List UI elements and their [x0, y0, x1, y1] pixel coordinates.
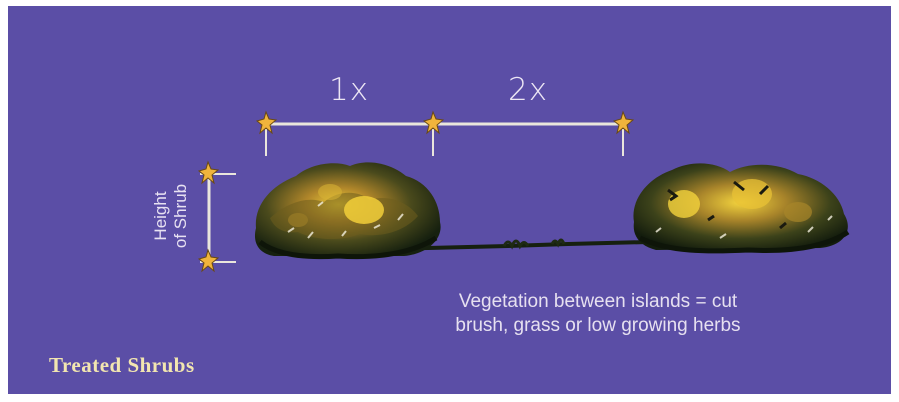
diagram-graphics [197, 110, 850, 273]
height-label: Height of Shrub [151, 171, 191, 261]
height-label-line-1: Height [151, 191, 170, 241]
grass-tuft [502, 239, 530, 250]
height-measure [197, 160, 236, 273]
spacing-marker-left [255, 110, 278, 135]
shrub-island-right [633, 163, 850, 254]
spacing-marker-right [612, 110, 635, 135]
spacing-marker-middle [422, 110, 445, 135]
height-marker-bottom [197, 248, 220, 273]
spacing-measure [255, 110, 635, 156]
vegetation-note-line-1: Vegetation between islands = cut [458, 291, 738, 312]
height-marker-top [197, 160, 220, 185]
vegetation-note: Vegetation between islands = cut brush, … [388, 290, 808, 338]
grass-tuft [550, 238, 566, 248]
spacing-label-2x: 2x [508, 72, 549, 108]
caption-treated-shrubs: Treated Shrubs [49, 353, 195, 377]
shrub-island-left [254, 162, 441, 260]
height-label-line-2: of Shrub [171, 183, 190, 249]
spacing-label-1x: 1x [329, 72, 370, 108]
diagram-frame: 1x 2x Height of Shrub Vegetation between… [8, 6, 891, 394]
vegetation-note-line-2: brush, grass or low growing herbs [455, 315, 741, 336]
